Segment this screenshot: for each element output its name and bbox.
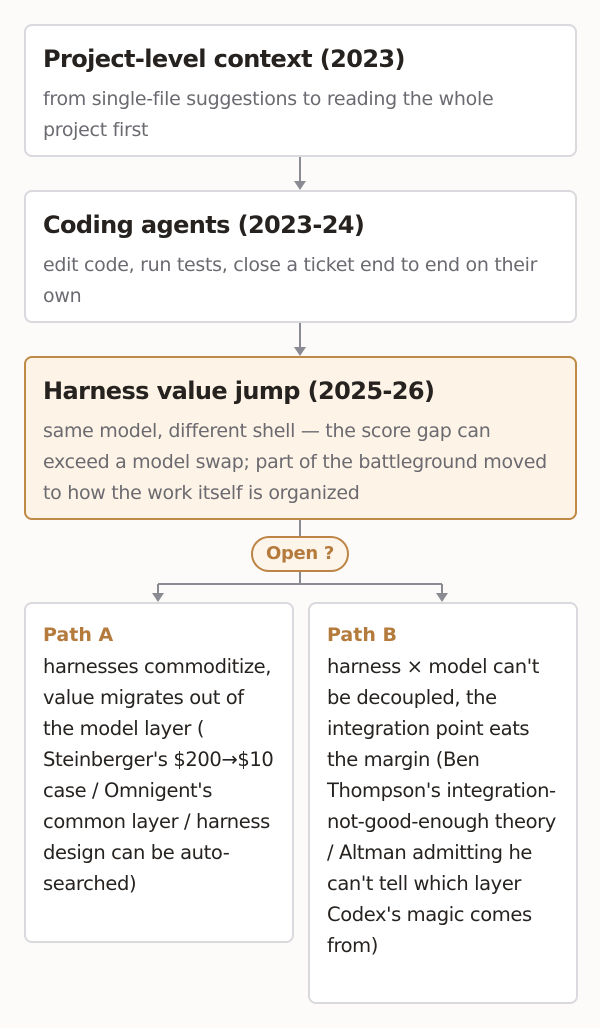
decision-open-node: Open ? xyxy=(251,536,349,572)
path-description: harness × model can't be decoupled, the … xyxy=(327,655,556,957)
path-b-box: Path B harness × model can't be decouple… xyxy=(308,602,578,1004)
arrowhead-stage2 xyxy=(294,181,306,190)
stage-harness-value-jump: Harness value jump (2025-26) same model,… xyxy=(24,356,577,520)
stage-title: Harness value jump (2025-26) xyxy=(43,377,435,405)
stage-coding-agents: Coding agents (2023-24) edit code, run t… xyxy=(24,190,577,323)
arrowhead-stage3 xyxy=(294,347,306,356)
path-description: harnesses commoditize, value migrates ou… xyxy=(43,655,274,895)
stage-description: from single-file suggestions to reading … xyxy=(43,88,494,141)
arrowhead-path-a xyxy=(152,593,164,602)
arrowhead-path-b xyxy=(436,593,448,602)
stage-project-level-context: Project-level context (2023) from single… xyxy=(24,24,577,157)
stage-title: Project-level context (2023) xyxy=(43,45,405,73)
path-label: Path B xyxy=(327,624,397,646)
stage-description: edit code, run tests, close a ticket end… xyxy=(43,254,538,307)
path-label: Path A xyxy=(43,624,114,646)
stage-description: same model, different shell — the score … xyxy=(43,420,547,504)
path-a-box: Path A harnesses commoditize, value migr… xyxy=(24,602,294,943)
stage-title: Coding agents (2023-24) xyxy=(43,211,365,239)
